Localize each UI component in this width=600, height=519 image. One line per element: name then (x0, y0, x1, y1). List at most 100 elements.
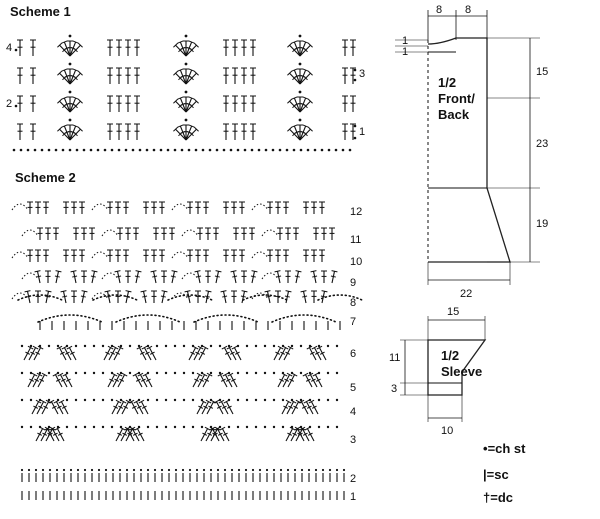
legend-item-dc: †=dc (483, 490, 513, 505)
scheme2-chain-dot (56, 371, 60, 375)
scheme2-dc (231, 345, 238, 350)
scheme2-dc (131, 428, 140, 442)
scheme1-fan-dc (303, 75, 308, 81)
scheme2-chain-dot (119, 398, 123, 402)
scheme1-foundation-dot (131, 148, 135, 152)
scheme1-fan-dc (307, 126, 313, 132)
scheme2-chain-dot (137, 425, 141, 429)
scheme1-fan-dc (177, 40, 184, 44)
scheme2-dc (59, 374, 68, 388)
scheme2-chain-dot (326, 344, 330, 348)
scheme2-chain-dot (317, 425, 321, 429)
scheme2-dc (307, 372, 314, 377)
scheme2-dc (287, 432, 293, 436)
scheme2-dc (121, 401, 130, 415)
scheme1-fan-dc (289, 72, 301, 85)
scheme2-dc (119, 378, 125, 382)
scheme2-dc (196, 372, 203, 377)
scheme2-dc (305, 378, 311, 382)
scheme2-dc (120, 428, 129, 442)
scheme2-dc (91, 270, 98, 273)
scheme1-fan-dc (57, 42, 63, 48)
scheme2-dc (111, 401, 120, 415)
scheme2-dc (141, 345, 148, 350)
scheme2-chain-dot (272, 344, 276, 348)
scheme1-foundation-dot (264, 148, 268, 152)
scheme2-chain-arc (21, 229, 39, 237)
scheme1-chain-dot (68, 118, 72, 122)
scheme1-fan-dc (175, 128, 187, 141)
scheme2-dc (103, 347, 112, 361)
scheme2-dc (234, 351, 240, 355)
scheme1-fan-dc (293, 69, 301, 85)
scheme2-dc (296, 428, 305, 442)
scheme2-dc (202, 432, 208, 436)
scheme1-chain-dot (184, 118, 188, 122)
scheme1-foundation-dot (12, 148, 16, 152)
scheme2-row-number: 2 (350, 473, 357, 485)
scheme1-foundation-dot (208, 148, 212, 152)
scheme2-dc (251, 271, 256, 284)
scheme1-fan-dc (61, 40, 68, 44)
scheme2-chain-dot (76, 468, 80, 472)
scheme2-dc (216, 405, 222, 409)
scheme2-dc (295, 270, 302, 273)
scheme2-dc (207, 432, 213, 436)
scheme2-dc (140, 290, 147, 293)
scheme2-dc (63, 347, 72, 361)
scheme2-chain-dot (20, 398, 24, 402)
scheme2-chain-dot (167, 468, 171, 472)
scheme2-chain-dot (146, 468, 150, 472)
scheme2-chain-dot (191, 398, 195, 402)
scheme2-chain-dot (342, 468, 346, 472)
scheme2-chain-dot (34, 468, 38, 472)
front-back-dimension: 1 (402, 35, 409, 47)
scheme2-chain-dot (41, 468, 45, 472)
scheme1-fan-dc (291, 40, 298, 44)
scheme1-fan-dc (77, 70, 83, 76)
scheme2-chain-dot (38, 344, 42, 348)
scheme2-dc (38, 405, 44, 409)
scheme2-dc (62, 291, 67, 304)
scheme2-dc (55, 271, 60, 284)
scheme2-dc (313, 347, 322, 361)
scheme2-dc (215, 270, 222, 273)
scheme1-fan-dc (59, 44, 71, 57)
scheme2-chain-dot (29, 371, 33, 375)
scheme2-dc (150, 270, 157, 273)
scheme2-chain-arc (91, 251, 109, 259)
scheme2-chain-dot (200, 425, 204, 429)
scheme2-dc (40, 399, 47, 404)
scheme2-dc (286, 372, 293, 377)
scheme2-dc (221, 428, 230, 442)
scheme2-dc (57, 372, 64, 377)
scheme1-foundation-dot (313, 148, 317, 152)
scheme2-dc (107, 374, 116, 388)
scheme2-chain-dot (308, 344, 312, 348)
scheme2-dc (144, 351, 150, 355)
scheme2-chain-dot (218, 398, 222, 402)
scheme2-chain-dot (254, 398, 258, 402)
scheme2-chain-arc (251, 203, 269, 211)
scheme2-dc (302, 432, 308, 436)
scheme2-dc (59, 351, 65, 355)
scheme2-dc (212, 432, 218, 436)
scheme1-fan-dc (72, 96, 79, 100)
scheme2-dc (209, 426, 216, 431)
scheme2-dc (307, 432, 313, 436)
scheme2-dc (161, 290, 168, 293)
scheme2-dc (275, 351, 281, 355)
scheme1-chain-dot (184, 62, 188, 66)
scheme2-chain-dot (223, 468, 227, 472)
scheme2-chain-dot (173, 425, 177, 429)
scheme2-dc (312, 271, 317, 284)
scheme2-dc (37, 432, 43, 436)
scheme1-foundation-dot (82, 148, 86, 152)
scheme2-dc (289, 426, 296, 431)
scheme2-dc (51, 405, 57, 409)
scheme2-dc (204, 295, 210, 298)
scheme2-chain-arc (21, 272, 39, 280)
scheme2-dc (27, 374, 36, 388)
scheme2-dc (321, 291, 326, 304)
